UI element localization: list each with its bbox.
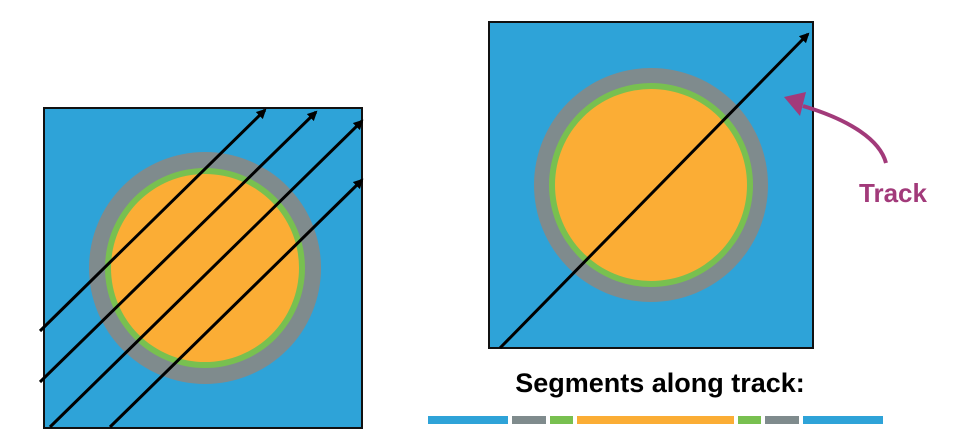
annotation-arrowhead [784,92,806,116]
annotation-curved-arrow [802,104,888,164]
segment-moderator-7 [803,416,883,424]
left-fuel-pellet [111,174,299,362]
track-label: Track [859,178,927,208]
left-pin-cell [38,107,364,429]
track-annotation: Track [784,92,928,208]
track-arrow-2 [38,110,318,384]
right-fuel-pellet [555,89,747,281]
left-parallel-tracks [38,108,364,429]
segments-bar [428,416,883,424]
segment-clad-2 [512,416,546,424]
track-arrow-1 [38,108,267,333]
segment-moderator-1 [428,416,508,424]
segment-gap-5 [738,416,761,424]
segment-gap-3 [550,416,573,424]
single-track-arrow [498,32,810,350]
right-pin-cell [488,21,814,350]
track-arrow-4 [108,178,364,429]
segment-fuel-4 [577,416,734,424]
track-arrow-3 [48,119,364,429]
segment-clad-6 [765,416,799,424]
segments-title: Segments along track: [515,368,805,398]
